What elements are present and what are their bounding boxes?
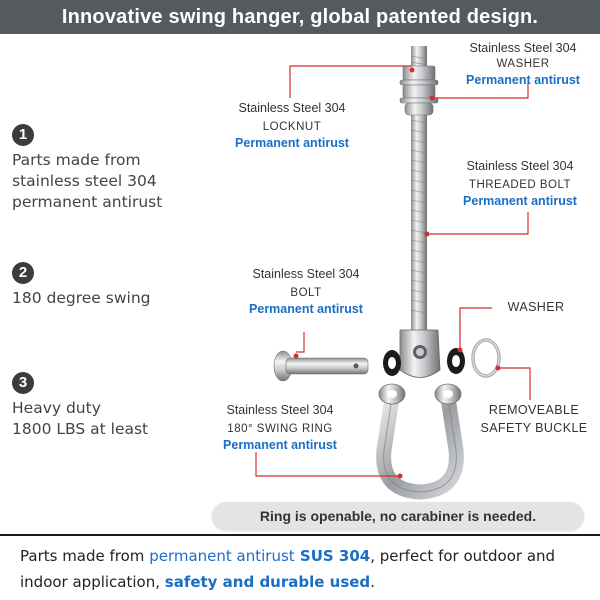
banner-title: Innovative swing hanger, global patented…: [0, 0, 600, 34]
callout-safety-buckle: REMOVEABLE SAFETY BUCKLE: [478, 401, 590, 437]
feature-number-badge: 1: [12, 124, 34, 146]
callout-part: LOCKNUT: [262, 121, 322, 133]
callout-safety-buckle-line2: SAFETY BUCKLE: [480, 421, 588, 435]
feature-text: 180 degree swing: [12, 289, 151, 307]
callout-bolt: Stainless Steel 304 BOLT Permanent antir…: [236, 266, 376, 318]
bottom-text: , perfect for outdoor and indoor applica…: [20, 547, 556, 591]
feature-1: 1 Parts made from stainless steel 304 pe…: [12, 124, 192, 213]
callout-material: Stainless Steel 304: [226, 403, 334, 417]
callout-part: THREADED BOLT: [468, 179, 572, 191]
feature-number-badge: 3: [12, 372, 34, 394]
feature-text: Heavy duty 1800 LBS at least: [12, 399, 149, 438]
clevis-pin: [273, 350, 369, 382]
callout-material: Stainless Steel 304: [252, 267, 360, 281]
swing-ring: [376, 383, 464, 500]
callout-part: 180° SWING RING: [227, 423, 333, 435]
callout-locknut: Stainless Steel 304 LOCKNUT Permanent an…: [222, 100, 362, 152]
ring-openable-note: Ring is openable, no carabiner is needed…: [212, 502, 584, 530]
callout-note: Permanent antirust: [466, 73, 580, 87]
bottom-highlight-bold: safety and durable used: [164, 573, 371, 591]
callout-note: Permanent antirust: [249, 302, 363, 316]
callout-part: WASHER: [496, 58, 550, 70]
callout-note: Permanent antirust: [223, 438, 337, 452]
feature-3: 3 Heavy duty 1800 LBS at least: [12, 372, 192, 440]
bottom-highlight-bold: SUS 304: [294, 547, 371, 565]
callout-note: Permanent antirust: [463, 194, 577, 208]
bottom-text: .: [370, 573, 375, 591]
callout-material: Stainless Steel 304: [466, 159, 574, 173]
callout-note: Permanent antirust: [235, 136, 349, 150]
callout-threaded-bolt: Stainless Steel 304 THREADED BOLT Perman…: [450, 158, 590, 210]
threaded-bolt: [410, 46, 428, 342]
feature-number-badge: 2: [12, 262, 34, 284]
callout-swing-ring: Stainless Steel 304 180° SWING RING Perm…: [210, 402, 350, 454]
callout-material: Stainless Steel 304: [469, 41, 577, 55]
divider: [0, 534, 600, 536]
feature-text: Parts made from stainless steel 304 perm…: [12, 151, 163, 211]
feature-2: 2 180 degree swing: [12, 262, 192, 309]
locknut-stack: [399, 65, 439, 116]
bottom-highlight: permanent antirust: [149, 547, 295, 565]
callout-material: Stainless Steel 304: [238, 101, 346, 115]
callout-safety-buckle-line1: REMOVEABLE: [488, 403, 580, 417]
callout-washer-top: Stainless Steel 304 WASHER Permanent ant…: [458, 40, 588, 89]
bottom-description: Parts made from permanent antirust SUS 3…: [20, 543, 588, 595]
bottom-text: Parts made from: [20, 547, 150, 565]
leader-lines: [255, 65, 531, 479]
clevis-bracket: [399, 329, 441, 378]
callout-washer-side: WASHER: [507, 300, 565, 314]
callout-part: BOLT: [290, 287, 322, 299]
